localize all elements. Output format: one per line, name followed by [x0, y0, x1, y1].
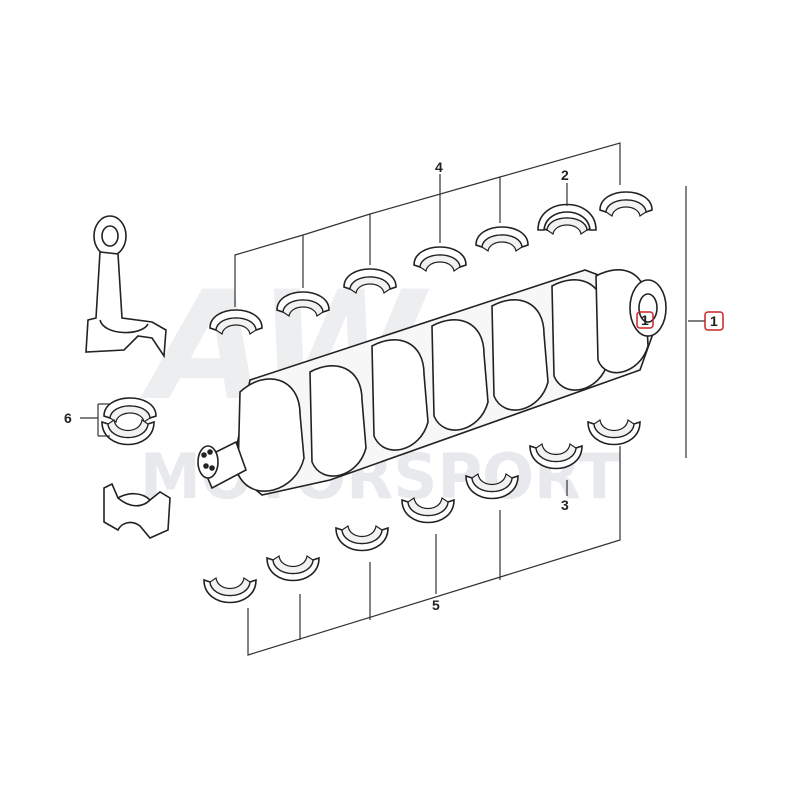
label-1-highlighted[interactable]: 1: [704, 311, 724, 331]
main-bearing-cap: [103, 482, 171, 539]
svg-text:1: 1: [641, 312, 649, 328]
crankshaft: [197, 268, 667, 496]
label-2: 2: [561, 167, 569, 183]
thrust-bearing-shell: [537, 203, 597, 235]
svg-text:1: 1: [710, 313, 718, 329]
label-4: 4: [435, 159, 443, 175]
leader-lines: [80, 142, 705, 656]
label-6: 6: [64, 410, 72, 426]
crank-pin-marker[interactable]: 1: [636, 311, 654, 329]
label-3: 3: [561, 497, 569, 513]
rod-bearing-pair: [101, 397, 157, 446]
connecting-rod: [85, 215, 167, 359]
label-5: 5: [432, 597, 440, 613]
